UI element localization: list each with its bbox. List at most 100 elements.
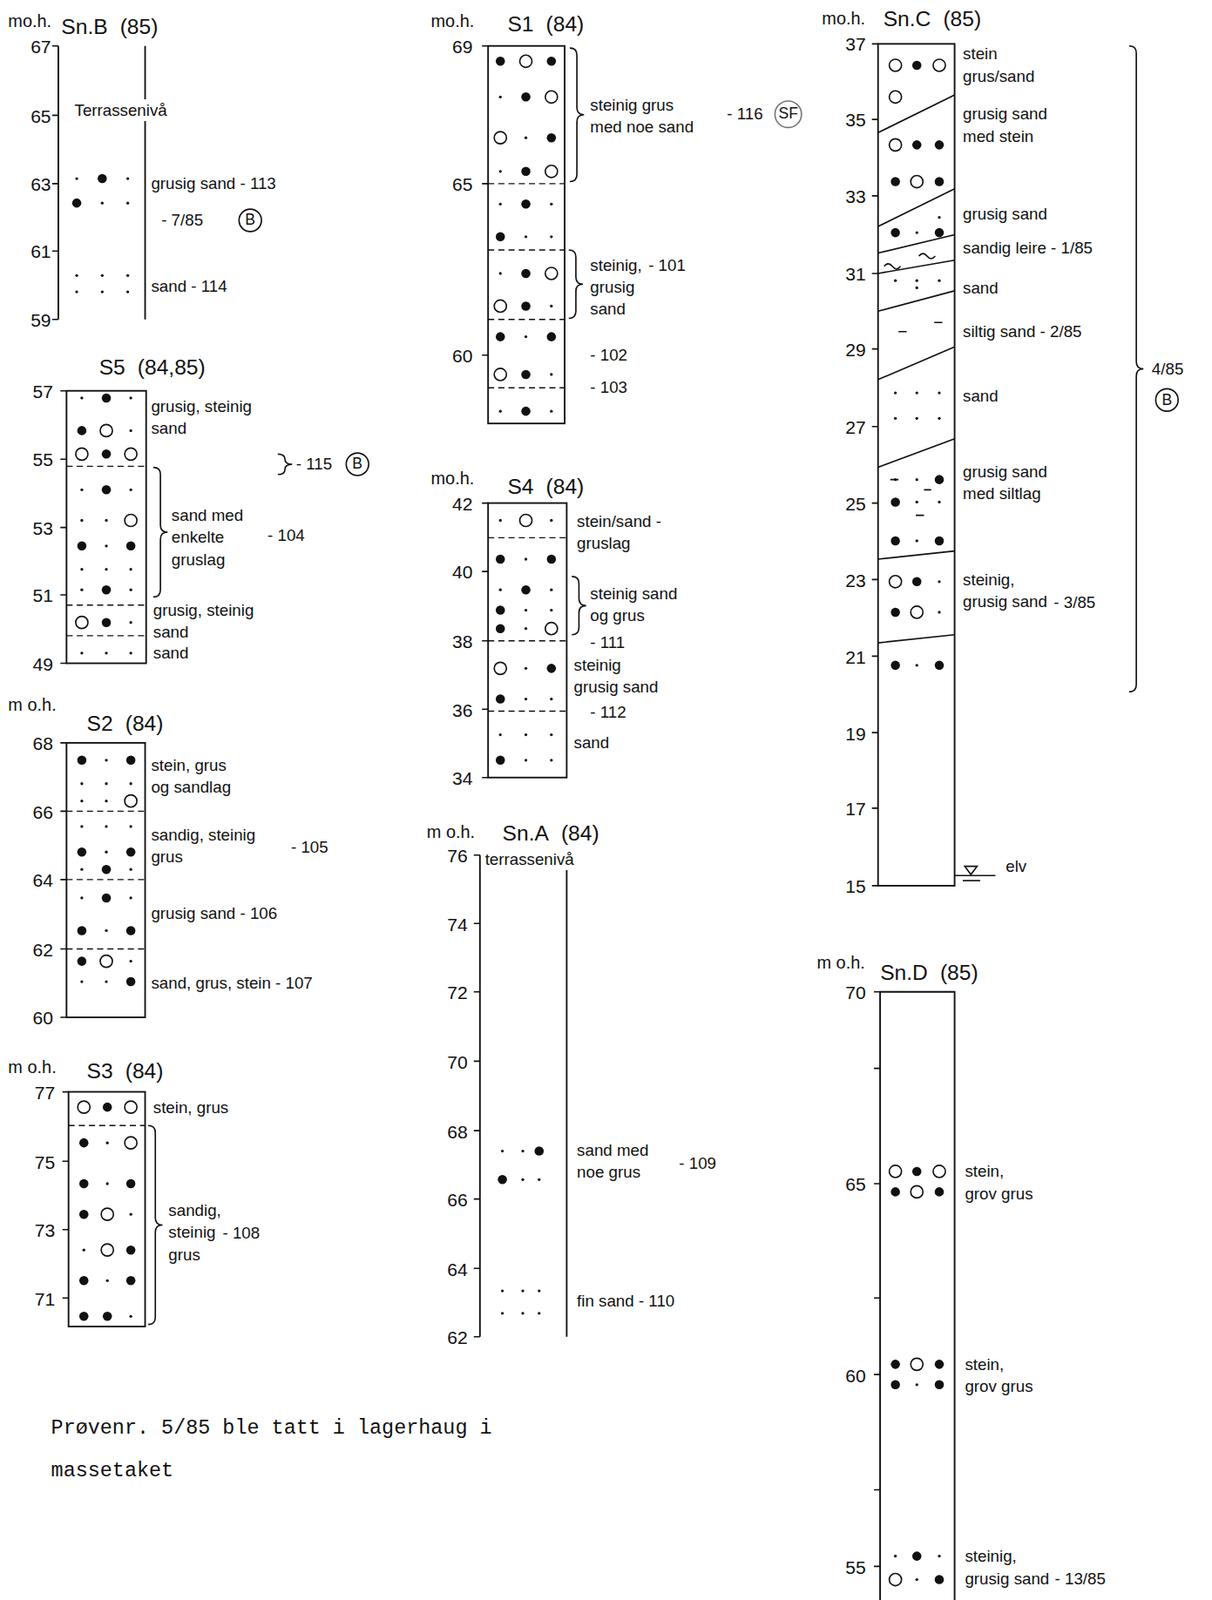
sand-dot	[937, 1555, 941, 1558]
gravel-dot	[126, 1179, 136, 1190]
gravel-dot	[890, 1187, 901, 1198]
sand-dot	[937, 610, 941, 614]
column-name: Sn.A	[502, 820, 549, 847]
layer-description: - 116	[726, 102, 763, 125]
sand-dot	[915, 539, 919, 542]
gravel-dot	[890, 497, 901, 508]
layer-description: sand - 114	[150, 275, 227, 298]
sand-dot	[915, 417, 919, 420]
sand-dot	[501, 1289, 504, 1293]
sand-dot	[74, 290, 78, 293]
elevation-label: 65	[845, 1172, 866, 1198]
sand-dot	[104, 651, 108, 655]
column-year: (84)	[125, 1058, 164, 1085]
sand-dot	[549, 589, 553, 592]
stone-circle	[910, 176, 923, 189]
layer-description: - 111	[589, 631, 625, 654]
stone-circle	[494, 662, 507, 675]
sand-dot	[521, 1289, 524, 1293]
elevation-label: 67	[30, 34, 51, 60]
sand-dot	[915, 286, 919, 290]
axis-unit-label: m o.h.	[426, 820, 475, 845]
layer-description: stein grus/sand	[962, 42, 1045, 88]
log-column-heading: S2(84)	[87, 710, 164, 738]
stone-circle	[75, 447, 89, 461]
sand-dot	[129, 568, 133, 571]
layer-description: sandig, steinig grus	[150, 824, 271, 869]
gravel-dot	[521, 92, 531, 102]
sand-dot	[104, 519, 108, 522]
sand-dot	[501, 1312, 504, 1315]
layer-description: sandig, steinig grus	[168, 1199, 230, 1267]
elevation-label: 53	[32, 516, 53, 542]
bracket	[568, 250, 583, 319]
gravel-dot	[495, 623, 506, 634]
sand-dot	[499, 589, 502, 592]
column-year: (85)	[940, 960, 979, 987]
stone-circle	[545, 90, 558, 103]
layer-description: - 7/85	[161, 209, 204, 231]
layer-description: - 108	[222, 1222, 260, 1245]
stone-circle	[100, 955, 113, 969]
stone-circle	[889, 90, 902, 103]
stone-circle	[933, 1165, 946, 1179]
layer-description: sand med enkelte gruslag	[171, 504, 269, 571]
sand-dot	[549, 697, 553, 701]
sand-dot	[501, 1150, 504, 1153]
sand-dot	[524, 136, 528, 140]
gravel-dot	[72, 198, 82, 209]
axis-unit-label: mo.h.	[821, 6, 866, 31]
sand-dot	[915, 230, 919, 234]
sand-dot	[101, 274, 104, 278]
sand-dot	[129, 488, 133, 492]
column-name: Sn.B	[60, 13, 108, 41]
log-column-heading: S3(84)	[87, 1058, 164, 1085]
elevation-label: 60	[845, 1364, 866, 1389]
layer-description: sand	[962, 277, 999, 299]
layer-description: sand	[153, 642, 190, 664]
sand-dot	[549, 372, 553, 376]
gravel-dot	[890, 176, 901, 187]
elevation-label: 34	[452, 766, 473, 792]
stone-circle	[889, 1165, 902, 1179]
gravel-dot	[495, 56, 506, 67]
log-column-heading: Sn.A(84)	[502, 820, 600, 847]
gravel-dot	[934, 474, 945, 485]
column-name: S2	[87, 710, 114, 738]
sand-dot	[937, 501, 941, 504]
sand-dot	[126, 176, 129, 180]
layer-description: - 101	[648, 254, 686, 277]
gravel-dot	[495, 555, 506, 565]
elevation-label: 55	[845, 1556, 866, 1581]
gravel-dot	[934, 1575, 945, 1585]
sand-dot	[915, 663, 919, 667]
sand-dot	[106, 1142, 109, 1145]
column-name: S5	[99, 354, 126, 381]
sand-dot	[549, 409, 553, 413]
elevation-label: 62	[446, 1326, 468, 1351]
sand-dot	[915, 478, 919, 481]
elevation-label: 64	[446, 1258, 468, 1283]
gravel-dot	[77, 926, 88, 936]
column-year: (84)	[546, 11, 585, 38]
sand-dot	[915, 501, 919, 504]
gravel-dot	[495, 605, 506, 616]
sand-dot	[106, 1279, 109, 1283]
sand-dot	[915, 279, 919, 283]
gravel-dot	[521, 585, 531, 596]
log-column-heading: S5(84,85)	[99, 354, 206, 381]
layer-description: - 13/85	[1055, 1568, 1106, 1591]
sand-dot	[549, 519, 553, 522]
sand-dot	[537, 1178, 541, 1182]
sand-dot	[129, 589, 133, 592]
sand-dot	[129, 621, 133, 624]
gravel-dot	[126, 756, 136, 766]
sand-dot	[549, 733, 553, 737]
sand-dot	[126, 274, 129, 278]
layer-description: terrassenivå	[485, 848, 575, 871]
sand-dot	[499, 271, 502, 275]
layer-description: sand, grus, stein - 107	[150, 972, 312, 995]
elevation-label: 75	[34, 1151, 55, 1176]
sand-dot	[74, 176, 78, 180]
elevation-label: 19	[845, 722, 866, 747]
